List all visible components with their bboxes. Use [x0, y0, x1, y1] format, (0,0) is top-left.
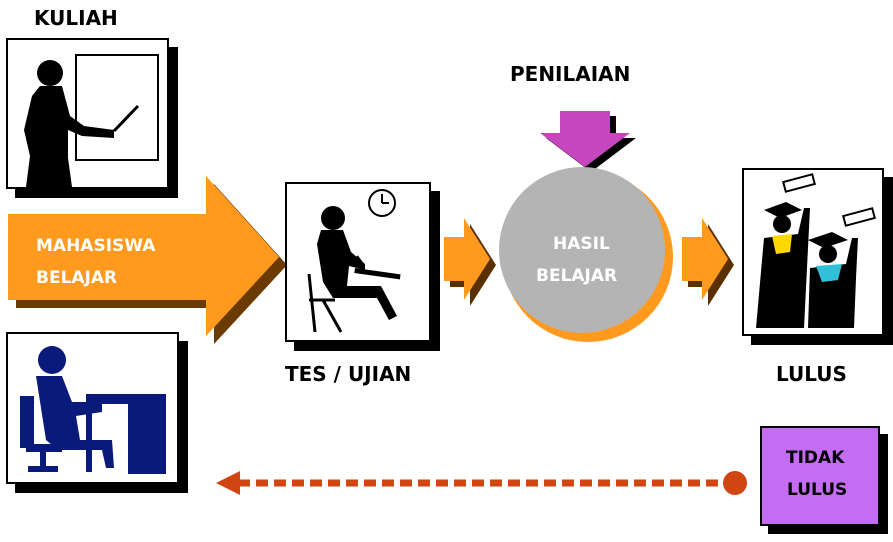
student-at-desk-icon: [20, 346, 166, 474]
mahasiswa-label: MAHASISWA: [36, 236, 156, 256]
hasil-belajar-label: BELAJAR: [536, 266, 618, 286]
tidak-lulus-box: [760, 426, 880, 526]
penilaian-label: PENILAIAN: [510, 62, 631, 86]
lecturer-frame: [6, 38, 169, 189]
clock-icon: [368, 189, 396, 217]
graduates-icon: [756, 173, 877, 328]
student-writing-exam-icon: [307, 206, 401, 333]
hasil-belajar-circle: [499, 167, 673, 342]
mahasiswa-arrow: [8, 176, 287, 344]
tes-ujian-label: TES / UJIAN: [285, 362, 412, 386]
down-arrow-icon: [540, 111, 636, 172]
arrow-to-hasil: [444, 218, 496, 306]
arrow-to-lulus: [682, 218, 734, 306]
student-desk-frame: [6, 332, 179, 484]
graduates-frame: [742, 168, 884, 336]
exam-frame: [285, 182, 431, 342]
tidak-lulus-label: LULUS: [787, 480, 848, 500]
lecturer-presenting-icon: [24, 54, 159, 187]
tidak-label: TIDAK: [786, 448, 845, 468]
kuliah-label: KULIAH: [34, 6, 118, 30]
lulus-label: LULUS: [776, 362, 847, 386]
hasil-label: HASIL: [553, 234, 610, 254]
return-dotted-arrow: [216, 471, 747, 495]
belajar-label: BELAJAR: [36, 268, 118, 288]
